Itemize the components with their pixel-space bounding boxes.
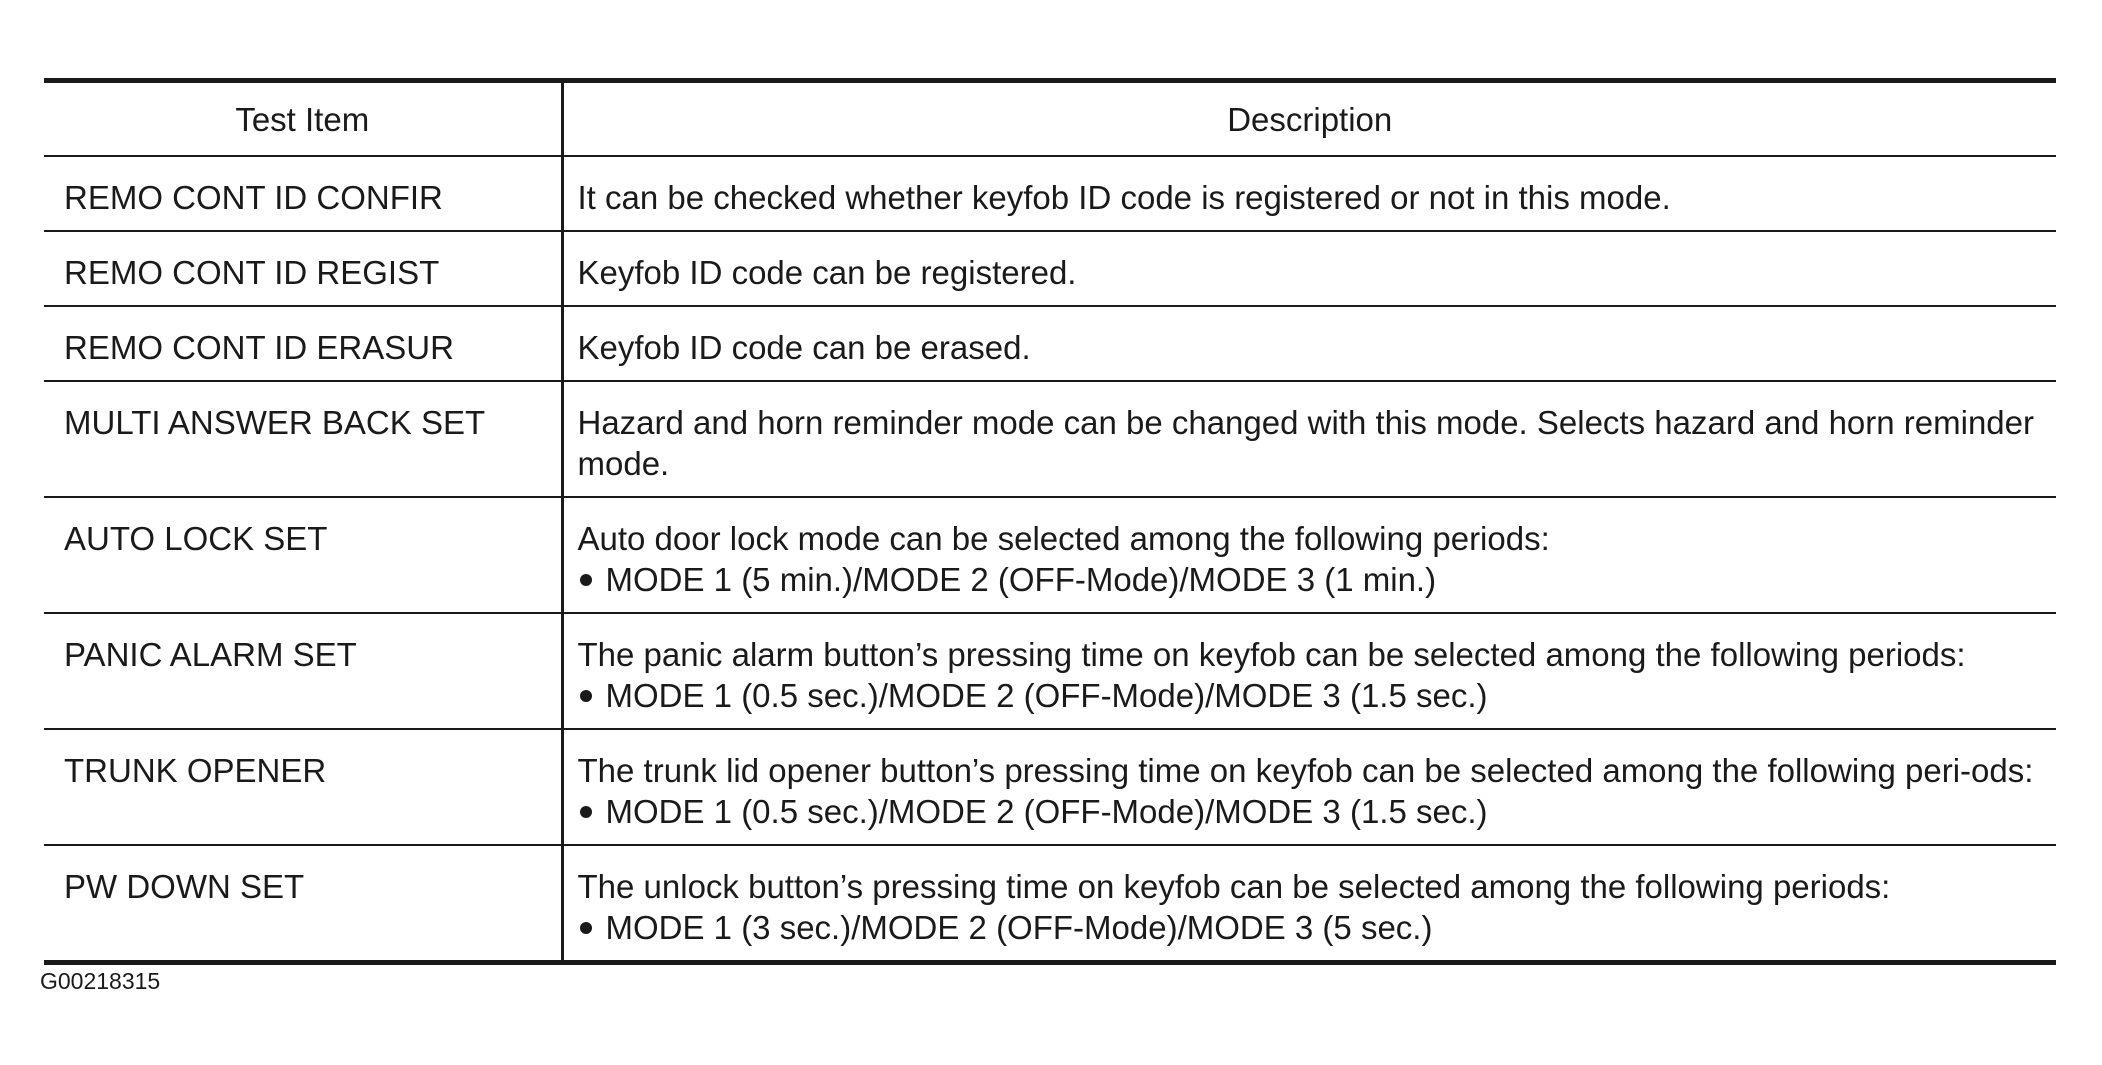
test-item-cell: TRUNK OPENER <box>44 729 564 846</box>
bullet-text: MODE 1 (3 sec.)/MODE 2 (OFF-Mode)/MODE 3… <box>605 909 1433 946</box>
table-row: REMO CONT ID CONFIR It can be checked wh… <box>44 156 2056 232</box>
description-cell: Keyfob ID code can be erased. <box>562 306 2056 382</box>
bullet-icon <box>579 574 592 587</box>
description-cell: Auto door lock mode can be selected amon… <box>562 497 2056 614</box>
description-text: It can be checked whether keyfob ID code… <box>577 179 1671 216</box>
test-item-cell: AUTO LOCK SET <box>44 497 564 614</box>
description-cell: Hazard and horn reminder mode can be cha… <box>562 381 2056 498</box>
test-item-cell: MULTI ANSWER BACK SET <box>44 381 564 498</box>
header-test-item: Test Item <box>44 78 564 157</box>
description-cell: It can be checked whether keyfob ID code… <box>562 156 2056 232</box>
description-cell: The trunk lid opener button’s pressing t… <box>562 729 2056 846</box>
test-item-table: Test Item Description REMO CONT ID CONFI… <box>44 78 2056 965</box>
description-text: The unlock button’s pressing time on key… <box>577 868 1891 905</box>
test-item-cell: PANIC ALARM SET <box>44 613 564 730</box>
table-header-row: Test Item Description <box>44 78 2056 157</box>
description-text: The panic alarm button’s pressing time o… <box>577 636 1966 673</box>
bullet-line: MODE 1 (3 sec.)/MODE 2 (OFF-Mode)/MODE 3… <box>578 907 2043 948</box>
test-item-cell: PW DOWN SET <box>44 845 564 965</box>
bullet-text: MODE 1 (0.5 sec.)/MODE 2 (OFF-Mode)/MODE… <box>605 793 1488 830</box>
table-row: REMO CONT ID ERASUR Keyfob ID code can b… <box>44 306 2056 382</box>
bullet-line: MODE 1 (0.5 sec.)/MODE 2 (OFF-Mode)/MODE… <box>578 675 2043 716</box>
description-text: Keyfob ID code can be registered. <box>577 254 1077 291</box>
description-cell: Keyfob ID code can be registered. <box>562 231 2056 307</box>
bullet-icon <box>579 806 592 819</box>
header-description: Description <box>562 78 2056 157</box>
bullet-line: MODE 1 (0.5 sec.)/MODE 2 (OFF-Mode)/MODE… <box>578 791 2043 832</box>
test-item-cell: REMO CONT ID REGIST <box>44 231 564 307</box>
description-text: Keyfob ID code can be erased. <box>577 329 1031 366</box>
description-cell: The panic alarm button’s pressing time o… <box>562 613 2056 730</box>
table-row: TRUNK OPENER The trunk lid opener button… <box>44 729 2056 846</box>
table-row: AUTO LOCK SET Auto door lock mode can be… <box>44 497 2056 614</box>
bullet-text: MODE 1 (5 min.)/MODE 2 (OFF-Mode)/MODE 3… <box>605 561 1437 598</box>
description-text: Hazard and horn reminder mode can be cha… <box>577 404 2035 482</box>
table-row: MULTI ANSWER BACK SET Hazard and horn re… <box>44 381 2056 498</box>
table-row: PANIC ALARM SET The panic alarm button’s… <box>44 613 2056 730</box>
bullet-icon <box>579 922 592 935</box>
test-item-cell: REMO CONT ID CONFIR <box>44 156 564 232</box>
figure-code: G00218315 <box>40 968 161 994</box>
description-text: The trunk lid opener button’s pressing t… <box>577 752 2034 789</box>
bullet-line: MODE 1 (5 min.)/MODE 2 (OFF-Mode)/MODE 3… <box>578 559 2043 600</box>
table-row: PW DOWN SET The unlock button’s pressing… <box>44 845 2056 965</box>
bullet-text: MODE 1 (0.5 sec.)/MODE 2 (OFF-Mode)/MODE… <box>605 677 1488 714</box>
bullet-icon <box>579 690 592 703</box>
description-text: Auto door lock mode can be selected amon… <box>577 520 1550 557</box>
test-item-cell: REMO CONT ID ERASUR <box>44 306 564 382</box>
description-cell: The unlock button’s pressing time on key… <box>562 845 2056 965</box>
table-row: REMO CONT ID REGIST Keyfob ID code can b… <box>44 231 2056 307</box>
